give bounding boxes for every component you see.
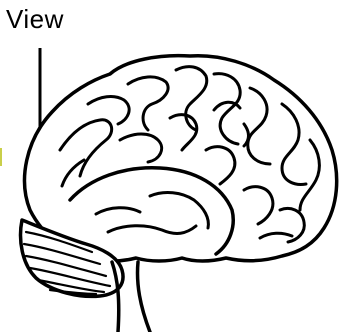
cerebrum-outline bbox=[25, 56, 337, 262]
